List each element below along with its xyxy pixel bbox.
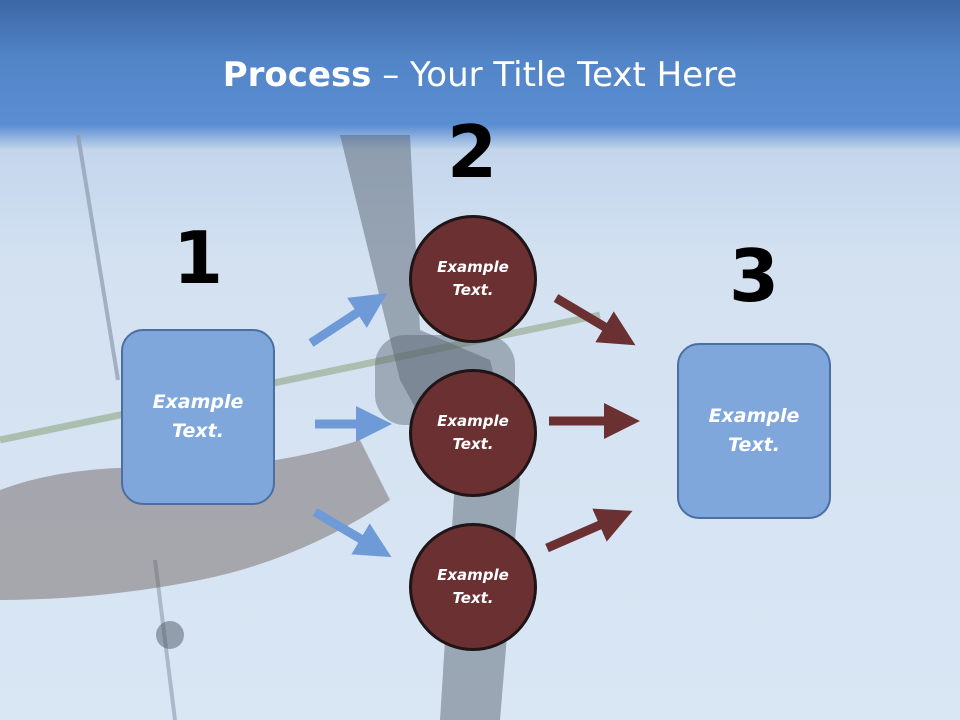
- step-circle-middle: Example Text.: [409, 369, 537, 497]
- blue-arrow-up: [308, 293, 388, 347]
- circle-middle-line1: Example: [437, 412, 509, 430]
- circle-bottom-line2: Text.: [452, 589, 494, 607]
- box-right-line2: Text.: [728, 434, 780, 456]
- blue-arrow-down: [312, 508, 392, 558]
- box-right-line1: Example: [708, 405, 800, 427]
- maroon-arrow-up: [545, 508, 633, 553]
- circle-top-line2: Text.: [452, 281, 494, 299]
- title-bold: Process: [222, 55, 372, 95]
- step-circle-top: Example Text.: [409, 215, 537, 343]
- step-number-3: 3: [728, 234, 780, 318]
- step-circle-bottom: Example Text.: [409, 523, 537, 651]
- step-number-2: 2: [446, 110, 498, 194]
- step-box-right: Example Text.: [677, 343, 831, 519]
- slide-title: Process – Your Title Text Here: [0, 52, 960, 98]
- box-left-line1: Example: [152, 391, 244, 413]
- title-rest: – Your Title Text Here: [371, 55, 738, 95]
- step-number-1: 1: [172, 216, 224, 300]
- circle-bottom-line1: Example: [437, 566, 509, 584]
- circle-middle-line2: Text.: [452, 435, 494, 453]
- box-left-line2: Text.: [172, 420, 224, 442]
- circle-top-line1: Example: [437, 258, 509, 276]
- step-box-left: Example Text.: [121, 329, 275, 505]
- maroon-arrow-down: [553, 294, 636, 346]
